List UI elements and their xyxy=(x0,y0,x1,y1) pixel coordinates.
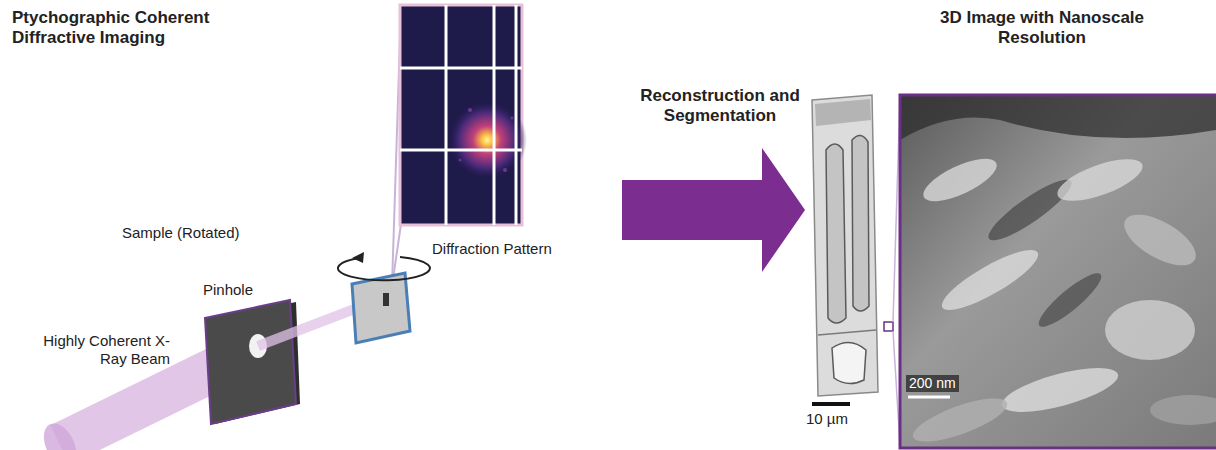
part-label: Diffraction Pattern xyxy=(432,240,582,258)
panel-heading: 3D Image with Nanoscale Resolution xyxy=(912,8,1172,49)
rotation-arrow xyxy=(338,252,430,280)
scale-bar xyxy=(812,402,850,406)
step-label: Reconstruction and Segmentation xyxy=(630,86,810,127)
pinhole-plate xyxy=(205,300,300,424)
process-arrow xyxy=(622,148,805,272)
inset-frame xyxy=(900,95,1216,448)
sample xyxy=(352,273,410,343)
scale-label: 200 nm xyxy=(906,375,959,392)
scale-label: 10 µm xyxy=(806,410,866,428)
part-label: Pinhole xyxy=(203,281,283,299)
reconstruction-3d xyxy=(812,95,900,446)
part-label: Sample (Rotated) xyxy=(122,224,272,242)
part-label: Highly Coherent X-Ray Beam xyxy=(30,332,170,368)
panel-heading: Ptychographic Coherent Diffractive Imagi… xyxy=(12,8,227,49)
diffraction-pattern xyxy=(400,5,527,225)
inset-surface xyxy=(900,95,1216,447)
